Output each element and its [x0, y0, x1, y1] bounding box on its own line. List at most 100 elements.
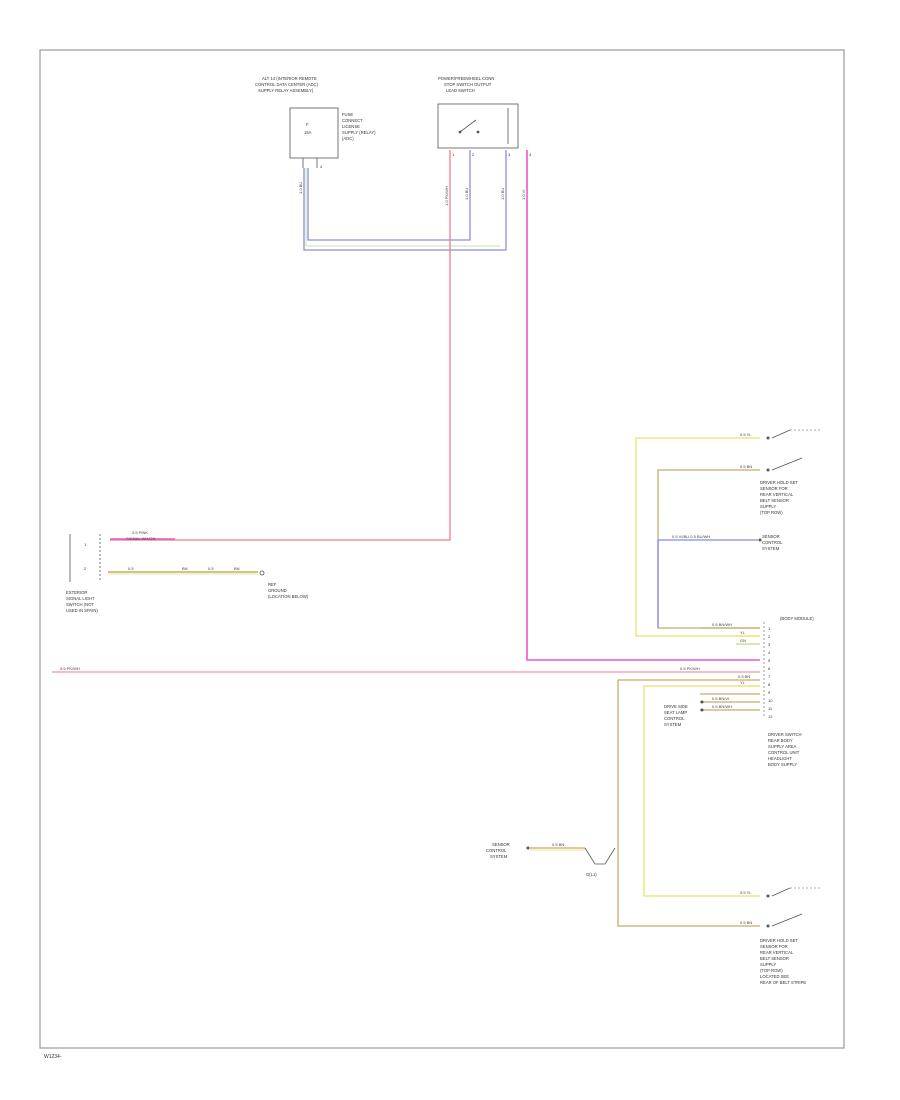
switch-component: POWER/FREEWHEEL CONN STOP SWITCH OUTPUT … — [437, 76, 532, 157]
module-pin-11: 11 — [768, 706, 773, 711]
module-pin-5: 5 — [768, 658, 771, 663]
module-pin-9: 9 — [768, 690, 771, 695]
sensor-top-line-5: SUPPLY — [760, 504, 776, 509]
module-pin-1: 1 — [768, 626, 771, 631]
ground-left-line-2: GROUND — [268, 588, 287, 593]
left-conn-line-2: SIGNAL LIGHT — [66, 596, 95, 601]
wire-yellow-lower — [643, 685, 760, 897]
wire-label-left-tan-2: BN — [182, 566, 188, 571]
module-pin-2: 2 — [768, 634, 771, 639]
wire-label-m7: 0.5 BN/VI — [712, 696, 729, 701]
sensor-top2-line-2: CONTROL — [762, 540, 783, 545]
wire-label-left-pink-1: 0.5 PINK — [132, 530, 148, 535]
sensor-top2: SENSOR CONTROL SYSTEM — [758, 534, 783, 551]
wire-label-m8: 0.5 BN/WH — [712, 704, 732, 709]
wire-label-left-pink-2: SIGNAL WH/GN — [126, 536, 156, 541]
sensor-bottom-line-5: SUPPLY — [760, 962, 776, 967]
body-module: (BODY MODULE) 1 2 3 4 5 6 7 8 9 10 11 12… — [763, 616, 814, 767]
module-pin-12: 12 — [768, 714, 773, 719]
fuse-box: ALT 14 (INTERIOR REMOTE CONTROL DATA CEN… — [255, 76, 376, 169]
switch-title-3: LEAD SWITCH — [446, 88, 475, 93]
sensor-top-line-4: BELT SENSOR — [760, 498, 789, 503]
wire-label-sw4: 1.0 VI — [521, 190, 526, 200]
wire-tan-lower — [617, 679, 760, 927]
fuse-side-4: SUPPLY (RELAY) — [342, 130, 376, 135]
fuse-pin: 4 — [320, 164, 323, 169]
wire-green-tint — [305, 168, 500, 247]
sensor-top-line-2: SENSOR FOR — [760, 486, 788, 491]
switch-title-1: POWER/FREEWHEEL CONN — [438, 76, 494, 81]
wire-pink-switch-to-module — [526, 150, 760, 661]
ground-left: REF GROUND (LOCATION BELOW) — [259, 570, 309, 599]
wire-label-long-red: 0.5 PK/WH — [60, 666, 80, 671]
wire-tan-top — [657, 469, 760, 629]
sensor-lower-line-2: CONTROL — [486, 848, 507, 853]
fuse-side-5: (ADC) — [342, 136, 354, 141]
switch-pin-3: 3 — [508, 152, 511, 157]
wire-label-left-tan-4: BN — [234, 566, 240, 571]
ground-lower-label: G(L1) — [586, 872, 597, 877]
fuse-side-1: FUSE — [342, 112, 353, 117]
wire-label-sw1: 1.0 PK/WH — [444, 186, 449, 206]
wire-label-m1: 0.5 BN/WH — [712, 622, 732, 627]
fuse-side-3: LICENSE — [342, 124, 360, 129]
module-line-5: HEADLIGHT — [768, 756, 792, 761]
ground-lower: G(L1) — [584, 847, 616, 877]
module-line-3: SUPPLY AREA — [768, 744, 797, 749]
sensor-bottom-line-6: (TOP ROW) — [760, 968, 783, 973]
wire-label-m4: 0.5 PK/WH — [680, 666, 700, 671]
wire-label-fuse-down: 1.0 BU — [298, 182, 303, 194]
left-connector: 1 2 EXTERIOR SIGNAL LIGHT SWITCH (NOT US… — [66, 534, 101, 613]
left-module-line-2: SEAT LAMP — [664, 710, 687, 715]
wire-label-sw2: 1.0 BU — [464, 188, 469, 200]
sensor-top-line-1: DRIVER HOLD SET — [760, 480, 798, 485]
wire-label-top-y1: 0.5 YL — [740, 432, 752, 437]
wire-label-mid-blue: 0.5 VI/BU 0.5 BU/WH — [672, 534, 710, 539]
left-module-line-3: CONTROL — [664, 716, 685, 721]
sensor-top2-line-3: SYSTEM — [762, 546, 780, 551]
wire-yellow-top — [635, 437, 760, 637]
fuse-side-2: CONNECT — [342, 118, 363, 123]
left-pin-1: 1 — [84, 542, 87, 547]
sensor-lower-line-3: SYSTEM — [490, 854, 508, 859]
wire-label-sw3: 1.0 BU — [500, 188, 505, 200]
sensor-bottom-line-3: REAR VERTICAL — [760, 950, 794, 955]
sensor-bottom-line-7: LOCATED SEE — [760, 974, 789, 979]
module-pin-6: 6 — [768, 666, 771, 671]
sensor-lower-line-1: SENSOR — [492, 842, 510, 847]
sensor-bottom-line-1: DRIVER HOLD SET — [760, 938, 798, 943]
wire-label-m2: YL — [740, 630, 746, 635]
wire-label-bot-y: 0.5 YL — [740, 890, 752, 895]
switch-pin-2: 2 — [472, 152, 475, 157]
fuse-box-title-3: SUPPLY RELAY ASSEMBLY) — [258, 88, 314, 93]
sensor-bottom-line-8: REAR OF BELT STRIPE — [760, 980, 806, 985]
sensor-bottom: DRIVER HOLD SET SENSOR FOR REAR VERTICAL… — [760, 887, 820, 985]
ground-left-line-3: (LOCATION BELOW) — [268, 594, 309, 599]
wire-label-m6: YL — [740, 680, 746, 685]
switch-title-2: STOP SWITCH OUTPUT — [444, 82, 492, 87]
ground-left-line-1: REF — [268, 582, 277, 587]
wire-blue-bus — [303, 150, 507, 251]
wire-label-m3: GN — [740, 638, 746, 643]
wire-red-switch-to-left — [110, 150, 451, 541]
wire-label-lower-tan: 0.5 BN — [552, 842, 564, 847]
module-header: (BODY MODULE) — [780, 616, 814, 621]
wire-label-bot-t: 0.5 BN — [740, 920, 752, 925]
wire-label-left-tan-3: 0.5 — [208, 566, 214, 571]
left-conn-line-3: SWITCH (NOT — [66, 602, 94, 607]
left-conn-line-1: EXTERIOR — [66, 590, 87, 595]
fuse-box-title-2: CONTROL DATA CENTER (ADC) — [255, 82, 319, 87]
fuse-box-title-1: ALT 14 (INTERIOR REMOTE — [262, 76, 317, 81]
sensor-bottom-line-2: SENSOR FOR — [760, 944, 788, 949]
diagram-border — [39, 49, 845, 1049]
footer-code: W1234- — [44, 1054, 62, 1060]
module-line-2: REAR BODY — [768, 738, 793, 743]
left-conn-line-4: USED IN SPAIN) — [66, 608, 98, 613]
wire-module-group — [700, 627, 760, 711]
switch-pin-1: 1 — [452, 152, 455, 157]
sensor-top2-line-1: SENSOR — [762, 534, 780, 539]
module-line-6: BODY SUPPLY — [768, 762, 797, 767]
switch-pin-4: 4 — [529, 152, 532, 157]
module-pin-3: 3 — [768, 642, 771, 647]
